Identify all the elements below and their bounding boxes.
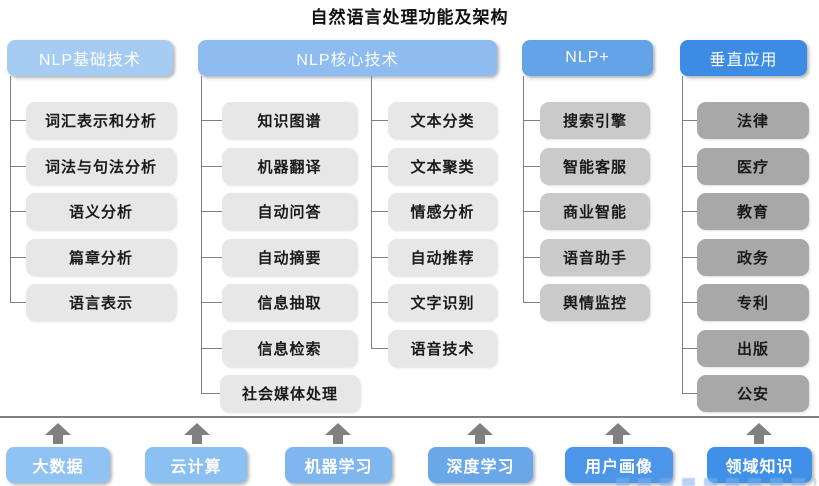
diagram-node: 教育: [697, 193, 809, 230]
connector-branch: [371, 302, 388, 303]
connector-branch: [523, 120, 540, 121]
column-header-nlp-plus: NLP+: [522, 40, 653, 76]
connector-branch: [371, 166, 388, 167]
connector-branch: [371, 257, 388, 258]
connector-branch: [682, 166, 697, 167]
connector-branch: [523, 166, 540, 167]
connector-branch: [10, 120, 26, 121]
foundation-box: 大数据: [6, 447, 110, 483]
connector-branch: [682, 348, 697, 349]
connector-branch: [371, 211, 388, 212]
column-header-nlp-core-tech: NLP核心技术: [198, 40, 497, 76]
diagram-node: 语音助手: [540, 239, 650, 276]
connector-branch: [201, 257, 222, 258]
diagram-node: 语言表示: [26, 284, 176, 321]
diagram-node: 词法与句法分析: [26, 148, 176, 185]
diagram-node: 出版: [697, 330, 809, 367]
diagram-node: 医疗: [697, 148, 809, 185]
foundation-box: 云计算: [145, 447, 247, 483]
connector-branch: [682, 393, 697, 394]
diagram-node: 机器翻译: [222, 148, 357, 185]
diagram-node: 专利: [697, 284, 809, 321]
diagram-node: 公安: [697, 375, 809, 412]
diagram-title: 自然语言处理功能及架构: [310, 8, 509, 27]
diagram-node: 文本分类: [388, 102, 497, 139]
up-arrow-icon: [45, 423, 71, 444]
diagram-node: 智能客服: [540, 148, 650, 185]
foundation-box: 深度学习: [428, 447, 533, 483]
diagram-node: 法律: [697, 102, 809, 139]
diagram-node: 语义分析: [26, 193, 176, 230]
diagram-node: 语音技术: [388, 330, 497, 367]
foundation-box: 机器学习: [285, 447, 392, 483]
connector-vline: [682, 76, 683, 394]
diagram-node: 社会媒体处理: [220, 375, 360, 412]
diagram-node: 政务: [697, 239, 809, 276]
connector-vline: [10, 76, 11, 303]
connector-vline: [201, 76, 202, 394]
foundation-box: 用户画像: [565, 447, 673, 483]
diagram-node: 知识图谱: [222, 102, 357, 139]
diagram-node: 自动问答: [222, 193, 357, 230]
connector-vline: [371, 76, 372, 349]
diagram-node: 文本聚类: [388, 148, 497, 185]
connector-branch: [682, 211, 697, 212]
up-arrow-icon: [184, 423, 210, 444]
connector-branch: [201, 393, 222, 394]
diagram-node: 篇章分析: [26, 239, 176, 276]
connector-branch: [10, 302, 26, 303]
connector-branch: [371, 120, 388, 121]
diagram-node: 文字识别: [388, 284, 497, 321]
up-arrow-icon: [746, 423, 772, 444]
connector-branch: [10, 257, 26, 258]
diagram-node: 商业智能: [540, 193, 650, 230]
foundation-box: 领域知识: [707, 447, 812, 483]
connector-branch: [201, 166, 222, 167]
connector-branch: [201, 120, 222, 121]
diagram-node: 词汇表示和分析: [26, 102, 176, 139]
connector-branch: [682, 257, 697, 258]
connector-branch: [682, 302, 697, 303]
connector-branch: [523, 257, 540, 258]
diagram-node: 舆情监控: [540, 284, 650, 321]
watermark-cropped: [616, 478, 816, 486]
diagram-node: 情感分析: [388, 193, 497, 230]
connector-branch: [10, 166, 26, 167]
separator-line: [0, 416, 819, 418]
connector-vline: [523, 76, 524, 303]
connector-branch: [201, 302, 222, 303]
connector-branch: [10, 211, 26, 212]
up-arrow-icon: [605, 423, 631, 444]
connector-branch: [682, 120, 697, 121]
up-arrow-icon: [467, 423, 493, 444]
diagram-node: 搜索引擎: [540, 102, 650, 139]
column-header-vertical-apps: 垂直应用: [680, 40, 807, 76]
connector-branch: [201, 348, 222, 349]
connector-branch: [201, 211, 222, 212]
diagram-node: 信息抽取: [222, 284, 357, 321]
connector-branch: [371, 348, 388, 349]
up-arrow-icon: [325, 423, 351, 444]
diagram-node: 自动推荐: [388, 239, 497, 276]
diagram-node: 自动摘要: [222, 239, 357, 276]
connector-branch: [523, 211, 540, 212]
diagram-node: 信息检索: [222, 330, 357, 367]
column-header-nlp-basic-tech: NLP基础技术: [7, 40, 173, 76]
connector-branch: [523, 302, 540, 303]
